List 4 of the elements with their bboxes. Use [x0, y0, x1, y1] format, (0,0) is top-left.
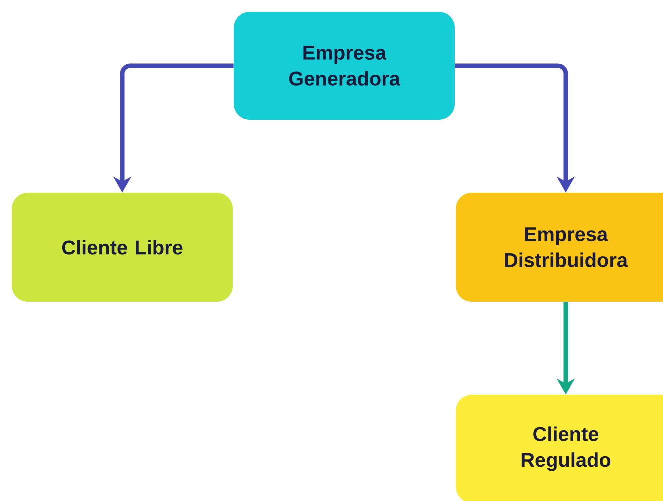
process-box: Empresa Distribuidora — [456, 193, 663, 302]
process-box: Empresa Generadora — [234, 12, 455, 120]
process-box: Cliente Libre — [12, 193, 233, 302]
process-box: Cliente Regulado — [456, 395, 663, 501]
